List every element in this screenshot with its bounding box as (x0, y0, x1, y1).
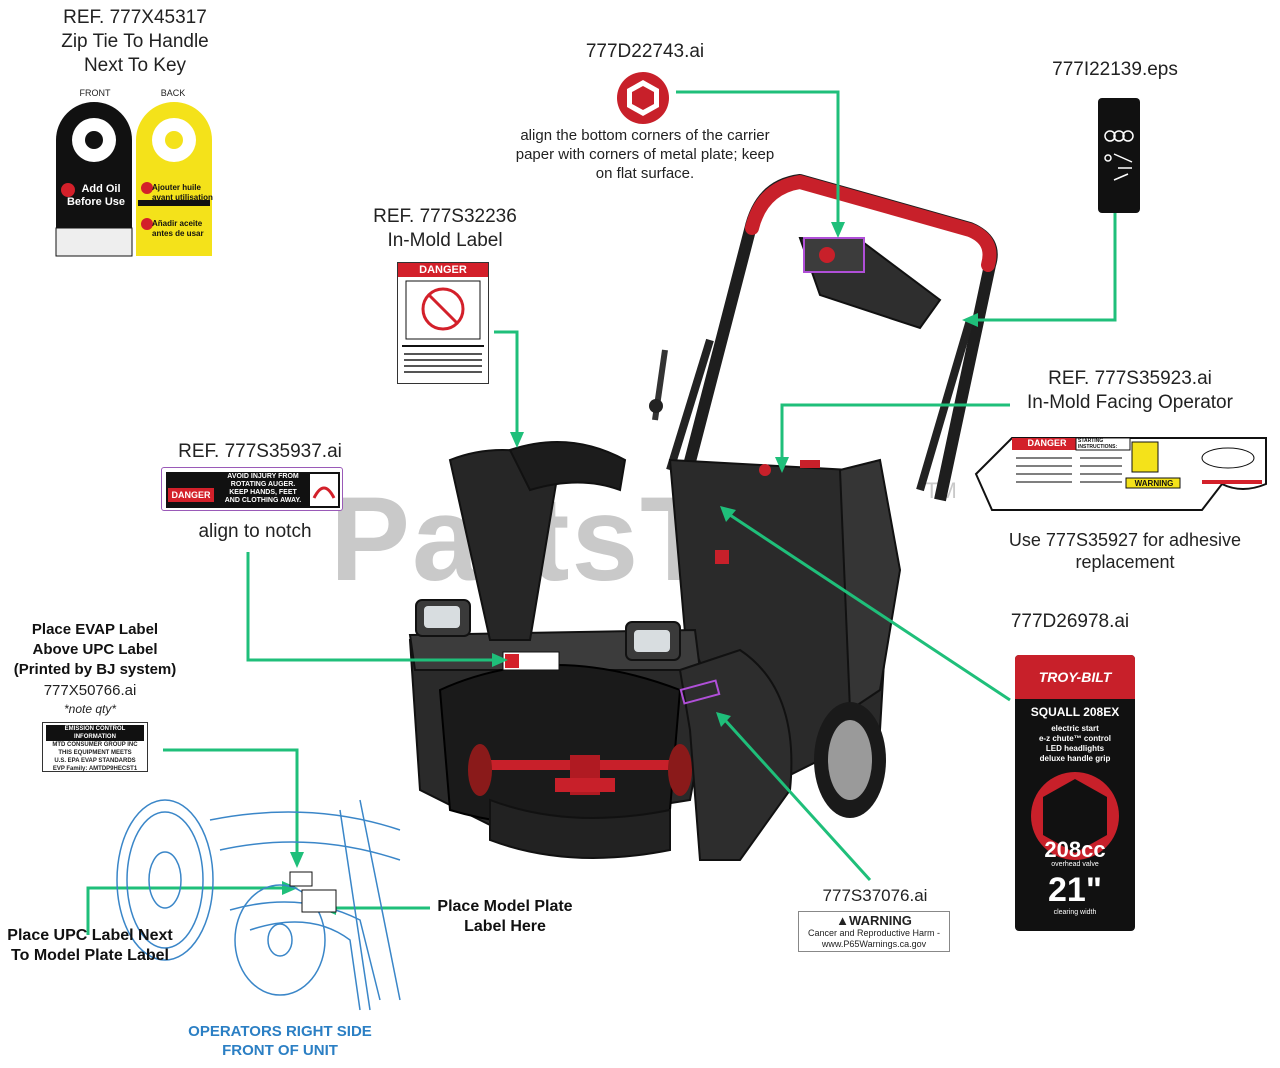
brand-label-model: SQUALL 208EX (1030, 705, 1120, 719)
brand-label-card: TROY-BILT SQUALL 208EX electric start e-… (1015, 655, 1135, 931)
brand-label-cc: 208cc (1044, 837, 1106, 862)
model-plate-line1: Place Model Plate (437, 898, 573, 915)
evap-label-card: EMISSION CONTROL INFORMATION MTD CONSUME… (42, 722, 148, 772)
oil-label-icon (617, 72, 669, 124)
brand-label-feat-3: LED headlights (1045, 744, 1105, 753)
control-panel-plate-badge (819, 247, 835, 263)
side-view-line1: OPERATORS RIGHT SIDE (188, 1023, 372, 1040)
model-plate-line2: Label Here (464, 918, 546, 935)
upc-line1: Place UPC Label Next (7, 927, 173, 944)
in-mold-line2: In-Mold Label (387, 230, 503, 251)
brand-label-width: 21" (1048, 871, 1102, 909)
auger-label-text-4: AND CLOTHING AWAY. (224, 497, 302, 504)
key-tag-line2: Zip Tie To Handle (61, 31, 209, 52)
eps-label-image (1098, 98, 1140, 213)
evap-line3: (Printed by BJ system) (13, 661, 177, 678)
evap-box-2: MTD CONSUMER GROUP INC (52, 742, 138, 748)
brand-label-code: 777D26978.ai (1010, 611, 1130, 632)
warning-label-title: WARNING (849, 913, 912, 928)
auger-label-text-3: KEEP HANDS, FEET (229, 489, 297, 496)
facing-operator-note-2: replacement (1075, 552, 1175, 572)
key-tag-front-label: FRONT (79, 88, 111, 98)
oil-label-code: 777D22743.ai (585, 41, 705, 62)
brand-label-brand: TROY-BILT (1038, 669, 1112, 685)
brand-label-feat-4: deluxe handle grip (1039, 754, 1111, 763)
key-tag-back-text-3: Añadir aceite (152, 219, 203, 228)
facing-operator-danger: DANGER (1027, 438, 1067, 448)
in-mold-label-card: DANGER (397, 262, 489, 384)
facing-operator-label (974, 437, 1267, 511)
key-tag-back-text-4: antes de usar (152, 229, 204, 238)
oil-label-note: align the bottom corners of the carrier … (515, 127, 775, 182)
key-tag-back-text-2: avant utilisation (152, 193, 213, 202)
auger-label-danger: DANGER (168, 488, 214, 502)
evap-box-3: THIS EQUIPMENT MEETS (58, 750, 132, 756)
auger-hazard-icon (310, 474, 338, 506)
facing-operator-starting: STARTING INSTRUCTIONS: (1078, 438, 1118, 450)
upc-line2: To Model Plate Label (11, 947, 169, 964)
auger-label-ref: REF. 777S35937.ai (178, 441, 342, 462)
key-tag-ref: REF. 777X45317 (63, 7, 207, 28)
evap-qty: *note qty* (63, 702, 117, 716)
evap-box-4: U.S. EPA EVAP STANDARDS (54, 758, 136, 764)
warning-triangle-icon: ▲ (836, 913, 850, 928)
facing-operator-note-1: Use 777S35927 for adhesive (1008, 530, 1242, 550)
evap-box-1: EMISSION CONTROL INFORMATION (46, 725, 144, 741)
key-tag-front-text-2: Before Use (66, 196, 126, 208)
auger-label-text-1: AVOID INJURY FROM (227, 473, 299, 480)
handle-grip (745, 174, 997, 272)
in-mold-ref: REF. 777S32236 (373, 206, 517, 227)
auger-label-text-2: ROTATING AUGER. (230, 481, 296, 488)
key-tag-front-text-1: Add Oil (81, 183, 121, 195)
warning-label-code: 777S37076.ai (822, 886, 928, 905)
in-mold-danger-header: DANGER (398, 263, 488, 277)
key-tag-line3: Next To Key (83, 55, 187, 76)
brand-label-width-label: clearing width (1053, 909, 1097, 916)
brand-label-feat-1: electric start (1051, 724, 1099, 733)
evap-code: 777X50766.ai (43, 682, 137, 699)
side-view-drawing (116, 799, 401, 1011)
key-tag-image (55, 102, 212, 257)
auger-label-card: DANGER AVOID INJURY FROM ROTATING AUGER.… (161, 467, 343, 511)
eps-label-code: 777I22139.eps (1052, 59, 1178, 80)
brand-label-header (1015, 655, 1135, 699)
warning-label-line2: www.P65Warnings.ca.gov (821, 939, 927, 949)
brand-label-feat-2: e-z chute™ control (1038, 734, 1111, 743)
evap-line1: Place EVAP Label (31, 621, 159, 638)
brand-label-hex-graphic (1031, 772, 1119, 860)
key-tag-back-label: BACK (160, 88, 186, 98)
warning-label-line1: Cancer and Reproductive Harm - (807, 928, 941, 938)
warning-label-card: ▲WARNING Cancer and Reproductive Harm - … (798, 911, 950, 952)
side-view-line2: FRONT OF UNIT (222, 1042, 338, 1059)
snowblower-illustration (408, 174, 998, 861)
auger-label-note: align to notch (198, 521, 312, 542)
evap-box-5b: AMTDP9HECST1 (88, 766, 138, 772)
facing-operator-ref: REF. 777S35923.ai (1048, 368, 1212, 389)
evap-line2: Above UPC Label (32, 641, 158, 658)
facing-operator-line2: In-Mold Facing Operator (1027, 392, 1233, 413)
facing-operator-warning: WARNING (1134, 479, 1174, 488)
in-mold-pictogram (402, 280, 484, 373)
evap-box-5: EVP Family: (52, 766, 88, 772)
key-tag-back-text-1: Ajouter huile (152, 183, 201, 192)
side-panel-label-outline (679, 679, 721, 705)
brand-label-valve: overhead valve (1051, 861, 1099, 868)
